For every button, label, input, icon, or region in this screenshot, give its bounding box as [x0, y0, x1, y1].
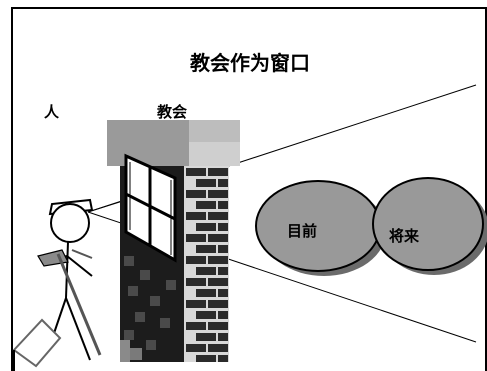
label-future: 将来	[389, 227, 420, 245]
label-present: 目前	[287, 222, 317, 240]
present-circle: 目前	[255, 180, 386, 276]
label-person: 人	[44, 103, 60, 121]
bricks	[186, 168, 228, 362]
chimney-cap-top	[189, 120, 240, 142]
chimney-cap-left	[107, 120, 189, 166]
future-circle: 将来	[372, 177, 487, 275]
window-icon	[124, 153, 177, 263]
wall-texture	[120, 256, 176, 362]
tool-icon	[12, 249, 102, 371]
church-building	[107, 120, 240, 362]
slide-title: 教会作为窗口	[190, 51, 310, 75]
label-church: 教会	[156, 103, 187, 121]
